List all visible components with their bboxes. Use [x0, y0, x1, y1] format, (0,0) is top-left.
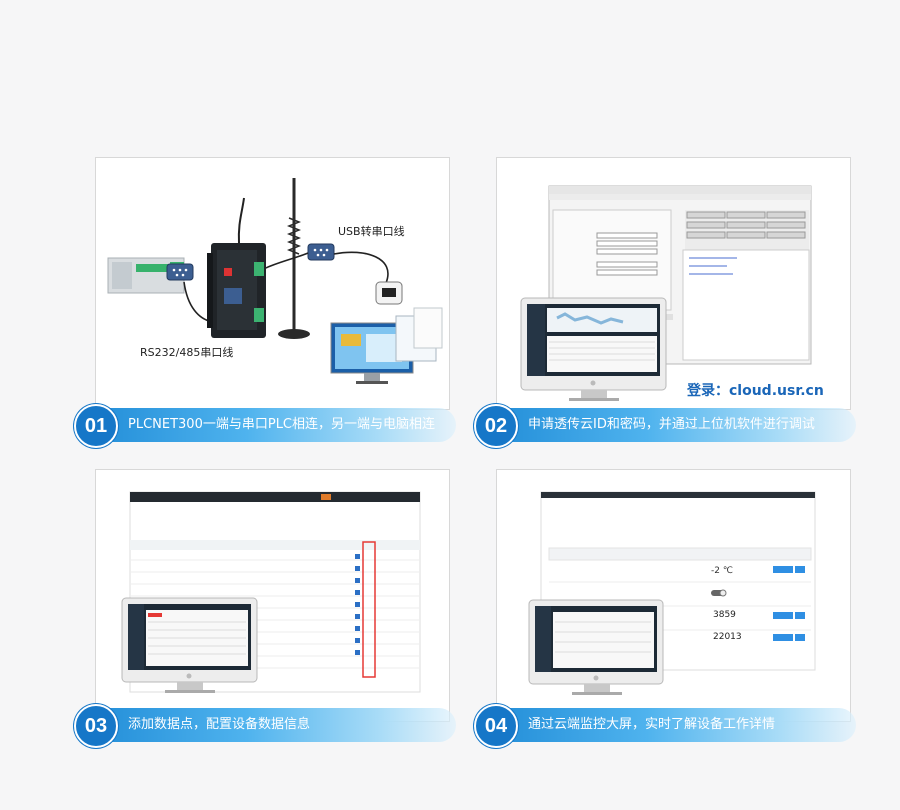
- plcnet300-gateway-icon: [207, 243, 266, 338]
- step3-card: [95, 469, 450, 722]
- usb-cable-label: USB转串口线: [338, 225, 405, 238]
- step-number-badge: 01: [74, 404, 118, 448]
- step4-card: -2 ℃ 3859 22013: [496, 469, 851, 722]
- computer-monitor-icon: [330, 307, 443, 384]
- step3-caption: 03 添加数据点，配置设备数据信息: [74, 704, 456, 748]
- step-number-badge: 03: [74, 704, 118, 748]
- usb-plug-icon: [375, 281, 403, 305]
- cloud-login-url[interactable]: 登录：cloud.usr.cn: [687, 383, 824, 399]
- step-caption-text: PLCNET300一端与串口PLC相连，另一端与电脑相连: [128, 417, 436, 432]
- step1-card: USB转串口线 RS232/485串口线: [95, 157, 450, 410]
- temperature-reading: -2 ℃: [711, 566, 733, 576]
- computer-monitor-icon: [520, 297, 667, 401]
- computer-monitor-icon: [121, 597, 258, 693]
- step4-illustration: [528, 491, 816, 695]
- reading-value: 3859: [713, 610, 736, 620]
- step2-illustration: [520, 185, 812, 401]
- step-number-badge: 04: [474, 704, 518, 748]
- serial-connector-icon: [307, 243, 335, 261]
- reading-value: 22013: [713, 632, 742, 642]
- antenna-icon: [278, 178, 310, 339]
- step-caption-text: 通过云端监控大屏，实时了解设备工作详情: [528, 717, 776, 732]
- computer-monitor-icon: [528, 599, 664, 695]
- step1-caption: 01 PLCNET300一端与串口PLC相连，另一端与电脑相连: [74, 404, 456, 448]
- step1-illustration: [107, 178, 443, 384]
- step4-caption: 04 通过云端监控大屏，实时了解设备工作详情: [474, 704, 856, 748]
- step-caption-text: 申请透传云ID和密码，并通过上位机软件进行调试: [528, 417, 815, 432]
- step2-caption: 02 申请透传云ID和密码，并通过上位机软件进行调试: [474, 404, 856, 448]
- step-number-badge: 02: [474, 404, 518, 448]
- rs-cable-label: RS232/485串口线: [140, 346, 234, 359]
- step-caption-text: 添加数据点，配置设备数据信息: [128, 717, 311, 732]
- step3-illustration: [121, 491, 421, 693]
- serial-connector-icon: [166, 263, 194, 281]
- step2-card: 登录：cloud.usr.cn: [496, 157, 851, 410]
